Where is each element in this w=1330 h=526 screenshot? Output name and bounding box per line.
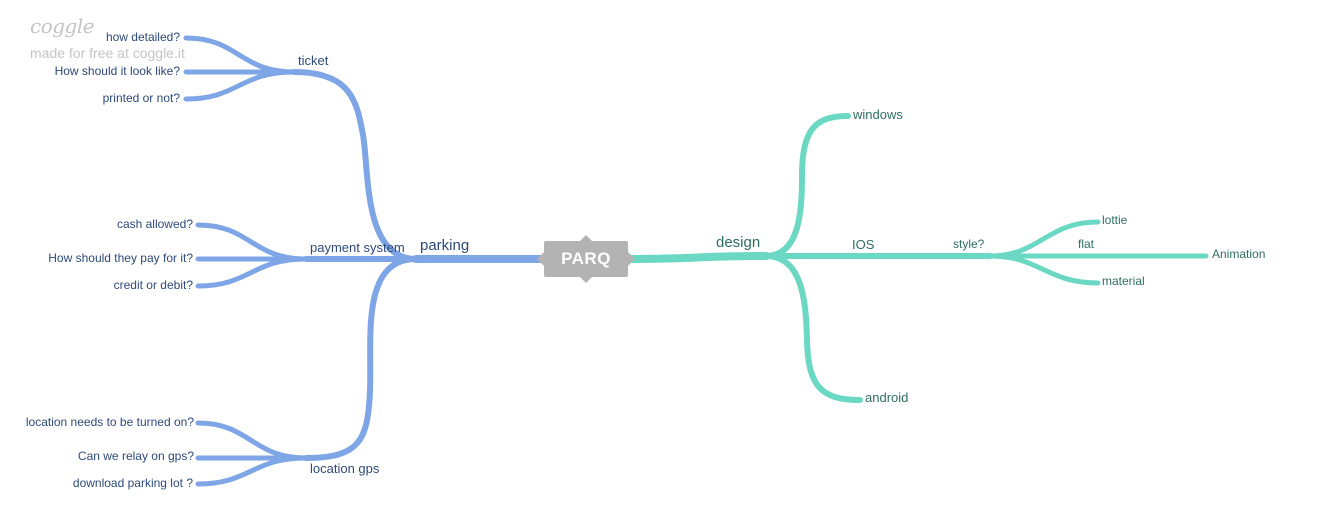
node-download[interactable]: download parking lot ?	[72, 476, 193, 490]
node-windows[interactable]: windows	[853, 107, 903, 122]
node-style[interactable]: style?	[953, 237, 985, 251]
branch-download	[195, 455, 309, 487]
node-lottie[interactable]: lottie	[1102, 213, 1128, 227]
node-cash[interactable]: cash allowed?	[116, 217, 193, 231]
node-android[interactable]: android	[865, 390, 909, 405]
root-connector-left	[537, 252, 544, 266]
node-material[interactable]: material	[1102, 274, 1145, 288]
branch-material	[987, 253, 1101, 286]
root-label: PARQ	[561, 249, 611, 268]
branch-cash	[195, 222, 309, 262]
branch-location-on	[195, 420, 309, 461]
watermark-text: made for free at coggle.it	[30, 45, 185, 61]
node-how-look[interactable]: How should it look like?	[54, 64, 180, 78]
node-ios[interactable]: IOS	[852, 237, 875, 252]
branch-design	[628, 252, 770, 263]
root-connector-right	[628, 252, 635, 266]
node-credit[interactable]: credit or debit?	[113, 278, 193, 292]
node-design[interactable]: design	[716, 234, 761, 251]
branch-ticket	[291, 69, 419, 262]
branch-printed	[183, 69, 297, 102]
branch-how-detailed	[183, 35, 297, 75]
branch-gps	[303, 256, 419, 461]
node-printed[interactable]: printed or not?	[102, 91, 180, 105]
node-location-gps[interactable]: location gps	[310, 461, 380, 476]
node-how-detailed[interactable]: how detailed?	[105, 30, 180, 44]
node-ticket[interactable]: ticket	[298, 53, 329, 68]
root-node[interactable]: PARQ	[544, 241, 628, 277]
node-location-on[interactable]: location needs to be turned on?	[25, 415, 194, 429]
node-payment-system[interactable]: payment system	[310, 240, 405, 255]
branch-credit	[195, 256, 309, 289]
node-how-pay[interactable]: How should they pay for it?	[48, 251, 193, 265]
branch-android	[763, 253, 863, 403]
branch-windows	[763, 113, 851, 259]
root-connector-top	[580, 235, 592, 241]
node-flat[interactable]: flat	[1078, 237, 1095, 251]
root-connector-bottom	[580, 277, 592, 283]
node-parking[interactable]: parking	[420, 237, 470, 254]
node-animation[interactable]: Animation	[1212, 247, 1266, 261]
coggle-logo: coggle	[30, 14, 95, 38]
node-relay-gps[interactable]: Can we relay on gps?	[77, 449, 194, 463]
